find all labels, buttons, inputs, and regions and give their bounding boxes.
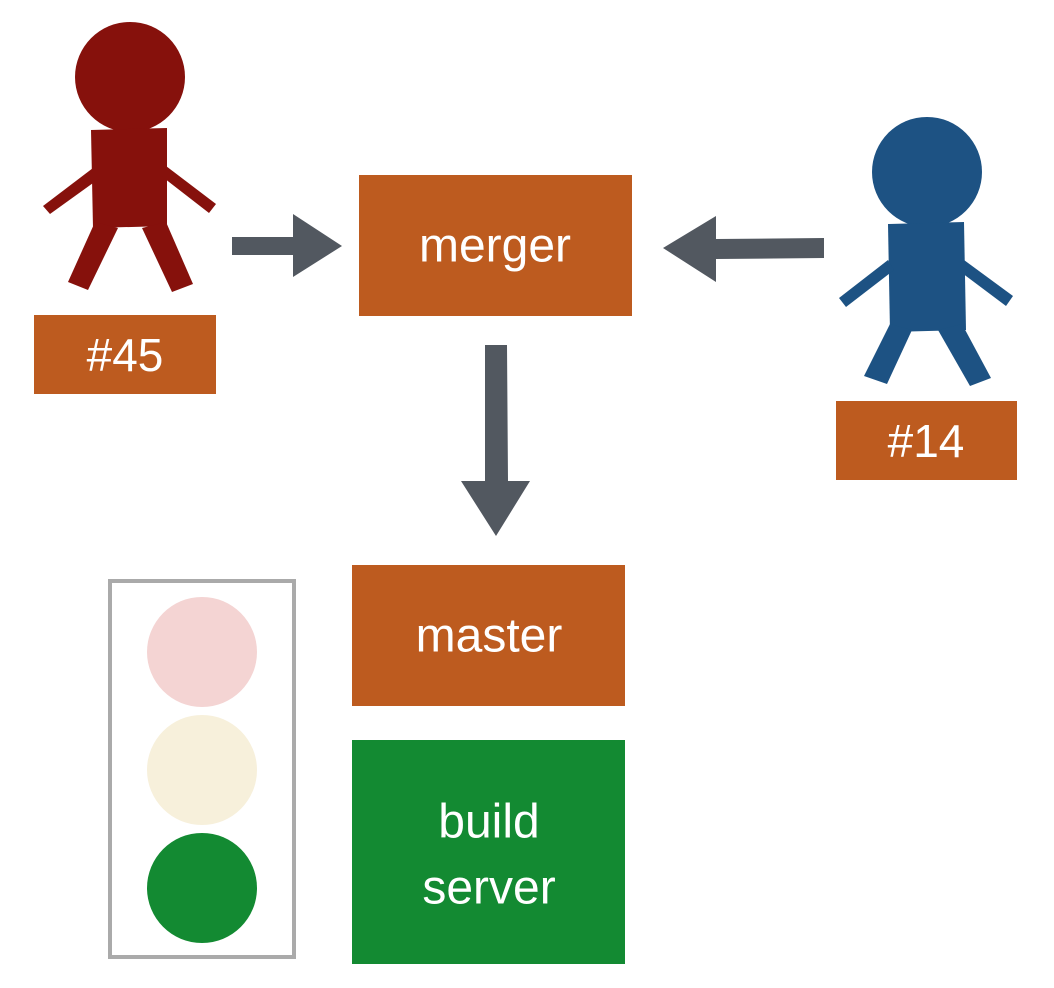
person-left-leg [68, 222, 118, 290]
build-server-label-line2: server [422, 862, 555, 915]
merger-label: merger [419, 220, 571, 273]
traffic-light-frame [108, 579, 296, 959]
merger-box [359, 175, 632, 316]
arrow-45-to-merger [232, 214, 342, 277]
build-server-box [352, 740, 625, 964]
person-left-arm [839, 260, 894, 307]
traffic-light-green [147, 833, 257, 943]
arrow-merger-to-master [461, 345, 530, 536]
person-head [75, 22, 185, 132]
developer-45-label-box [34, 315, 216, 394]
developer-45-label: #45 [87, 329, 164, 381]
person-right-leg [142, 222, 193, 292]
person-right-arm [958, 260, 1013, 306]
master-label: master [416, 610, 563, 663]
person-torso [888, 222, 966, 332]
arrow-14-to-merger [663, 216, 824, 282]
developer-14-label-box [836, 401, 1017, 480]
person-left-arm [43, 168, 100, 214]
traffic-light-red [147, 597, 257, 707]
person-left-leg [864, 324, 912, 384]
build-server-label-line1: build [438, 796, 539, 849]
person-right-leg [938, 324, 991, 386]
person-torso [91, 128, 167, 228]
developer-14-label: #14 [888, 415, 965, 467]
developer-14-person-icon [839, 117, 1013, 386]
developer-45-person-icon [43, 22, 216, 292]
traffic-light-yellow [147, 715, 257, 825]
person-right-arm [160, 166, 216, 213]
master-box [352, 565, 625, 706]
person-head [872, 117, 982, 227]
